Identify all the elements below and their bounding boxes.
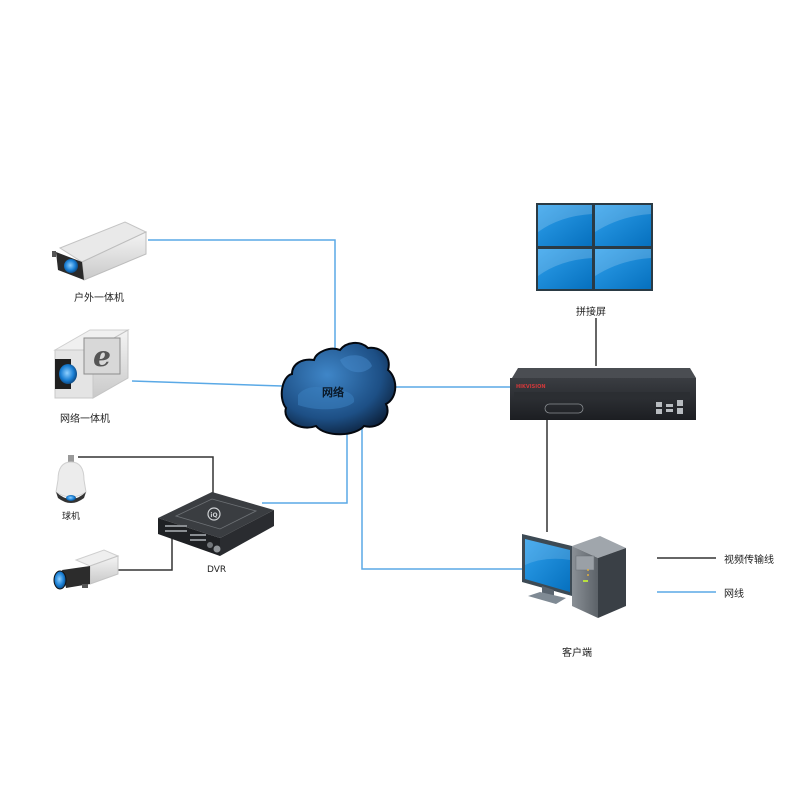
ie-camera-icon[interactable]: e — [53, 329, 130, 399]
network-lines — [131, 239, 522, 570]
line-client-to-cloud — [361, 428, 522, 570]
video-wall-panel — [595, 249, 651, 289]
cloud-icon[interactable] — [280, 342, 397, 436]
label-dome-camera: 球机 — [62, 512, 81, 522]
ie-logo-icon: e — [93, 340, 111, 373]
video-wall-icon[interactable] — [536, 203, 653, 291]
svg-text:iQ: iQ — [210, 512, 217, 519]
label-video-wall: 拼接屏 — [576, 307, 606, 318]
legend — [657, 557, 716, 593]
label-cloud: 网络 — [322, 386, 344, 399]
line-dome-to-dvr — [78, 456, 214, 493]
desktop-pc-icon[interactable] — [522, 534, 626, 618]
legend-video-label: 视频传输线 — [724, 555, 774, 566]
dome-camera-icon[interactable] — [55, 455, 87, 503]
video-lines — [78, 318, 597, 571]
decoder-server-icon[interactable]: HIKVISION — [510, 368, 696, 420]
brand-logo: HIKVISION — [516, 384, 546, 390]
box-camera-icon[interactable] — [53, 549, 120, 590]
label-client: 客户端 — [562, 648, 592, 659]
video-wall-panel — [538, 249, 592, 289]
line-box-camera-to-dvr — [118, 537, 173, 571]
line-network-camera-to-cloud — [131, 380, 283, 387]
line-dvr-to-cloud — [262, 428, 348, 504]
label-network-camera: 网络一体机 — [60, 414, 110, 425]
video-wall-panel — [595, 205, 651, 246]
line-outdoor-camera-to-cloud — [148, 239, 336, 358]
dvr-icon[interactable]: iQ — [158, 492, 274, 556]
video-wall-panel — [538, 205, 592, 246]
label-outdoor-camera: 户外一体机 — [74, 293, 124, 304]
bullet-camera-icon[interactable] — [52, 221, 148, 281]
label-dvr: DVR — [207, 565, 227, 575]
legend-network-label: 网线 — [724, 589, 744, 600]
